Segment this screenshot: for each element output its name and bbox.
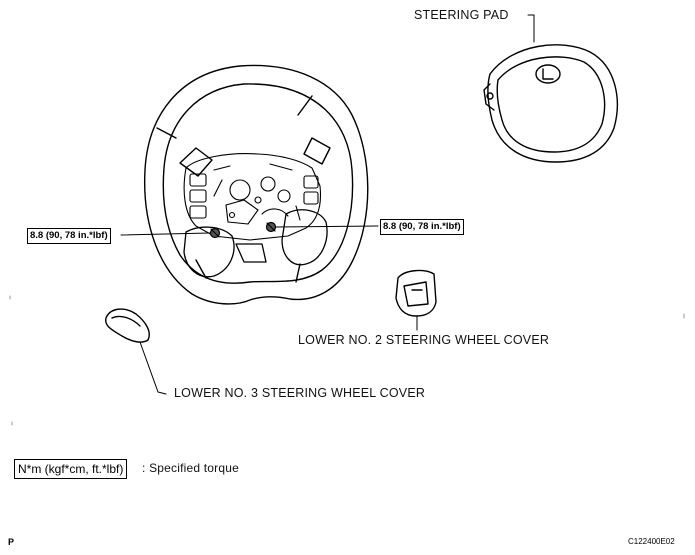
torque-spec-right: 8.8 (90, 78 in.*lbf) <box>380 219 464 235</box>
scan-marks <box>9 295 685 426</box>
steering-hub <box>183 153 322 241</box>
lower-no2-cover-shape <box>395 269 437 317</box>
torque-bolts <box>209 221 277 239</box>
steering-pad-shape <box>483 44 618 163</box>
torque-unit-legend-box: N*m (kgf*cm, ft.*lbf) <box>14 459 128 479</box>
torque-legend-description: : Specified torque <box>142 461 239 475</box>
leader-lines <box>120 14 535 395</box>
figure-code: C122400E02 <box>628 537 675 546</box>
lower-no3-cover-shape <box>105 308 150 343</box>
steering-pad-label: STEERING PAD <box>414 8 509 22</box>
lower-no2-cover-label: LOWER NO. 2 STEERING WHEEL COVER <box>298 333 550 347</box>
steering-wheel-rim <box>143 64 369 305</box>
lower-no3-cover-label: LOWER NO. 3 STEERING WHEEL COVER <box>174 386 426 400</box>
lower-covers-on-wheel <box>183 209 328 278</box>
torque-spec-left: 8.8 (90, 78 in.*lbf) <box>27 228 111 244</box>
page-marker: P <box>8 537 15 547</box>
paddle-shifters <box>179 137 331 177</box>
